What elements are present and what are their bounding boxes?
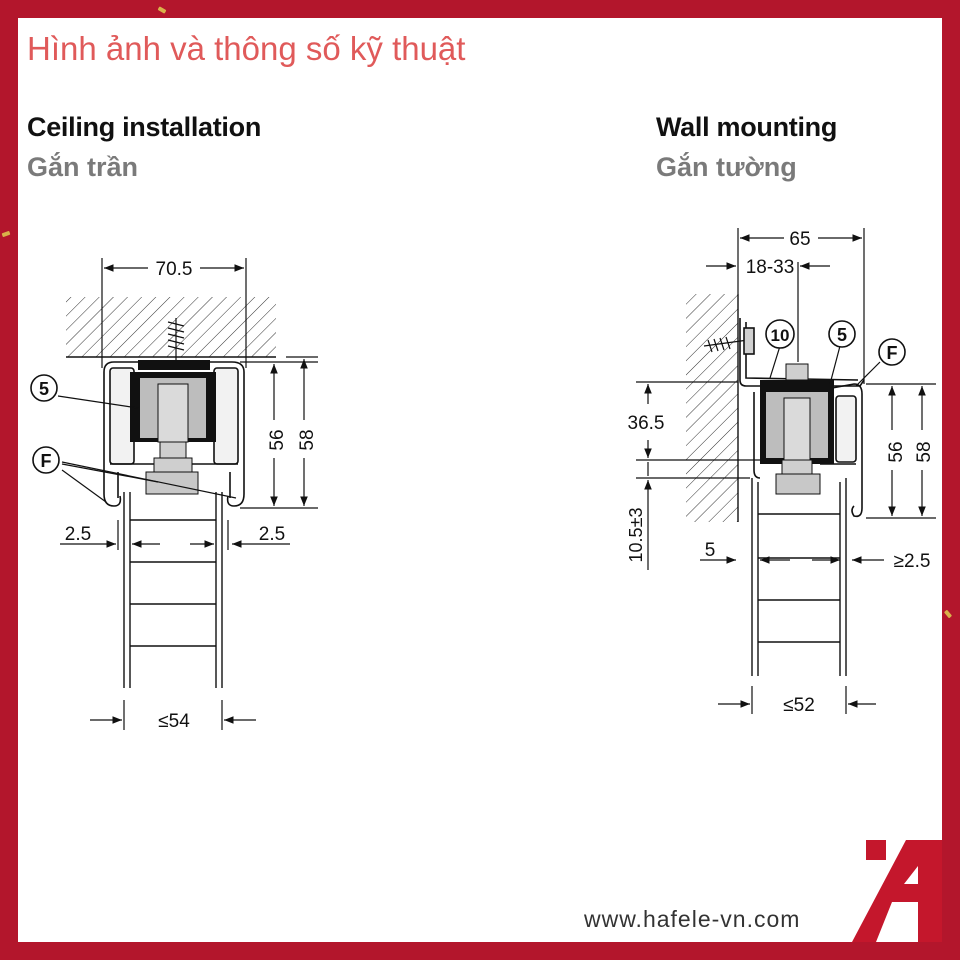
website-link[interactable]: www.hafele-vn.com xyxy=(584,906,801,932)
callout-profile: F xyxy=(887,343,898,363)
door-leaf xyxy=(123,492,223,688)
dimension-height-58: 58 xyxy=(297,429,318,450)
dimension-height-56: 56 xyxy=(886,441,907,462)
ceiling-subtitle: Gắn trần xyxy=(27,152,139,182)
dimension-top-width: 65 xyxy=(789,229,810,250)
wall-title: Wall mounting xyxy=(656,112,838,142)
ceiling-title: Ceiling installation xyxy=(27,112,262,142)
dimension-offset: 10.5±3 xyxy=(626,508,646,563)
wall-subtitle: Gắn tường xyxy=(656,152,797,182)
dimension-height-56: 56 xyxy=(267,429,288,450)
callout-profile: F xyxy=(41,451,52,471)
dimension-gap-right: ≥2.5 xyxy=(894,551,931,572)
callout-runner-circle xyxy=(30,374,58,402)
dimension-gap-left: 5 xyxy=(705,540,716,561)
runner-carriage xyxy=(760,363,834,495)
dimension-gap-right: 2.5 xyxy=(259,524,285,545)
callout-profile-circle xyxy=(32,446,60,474)
wall-diagram: 65 18-33 36.5 10.5±3 56 58 5 ≥2.5 ≤52 10… xyxy=(626,228,936,716)
wall-bracket xyxy=(739,318,865,387)
page-heading: Hình ảnh và thông số kỹ thuật xyxy=(27,30,466,67)
dimension-door-max: ≤52 xyxy=(783,695,815,716)
wall-slab xyxy=(686,294,738,522)
dimension-height-36-5: 36.5 xyxy=(628,413,665,434)
callout-bracket-circle xyxy=(765,319,795,349)
dimension-lines xyxy=(57,258,318,730)
dimension-bracket-range: 18-33 xyxy=(746,257,795,278)
dimension-top-width: 70.5 xyxy=(156,259,193,280)
runner-carriage xyxy=(130,372,216,495)
callout-runner-circle xyxy=(828,320,856,348)
callout-runner: 5 xyxy=(837,325,847,345)
door-leaf xyxy=(751,478,847,676)
ceiling-diagram: 70.5 56 58 2.5 2.5 ≤54 5 F xyxy=(30,258,318,732)
callout-runner: 5 xyxy=(39,379,49,399)
callout-bracket: 10 xyxy=(771,326,790,345)
hafele-logo-icon xyxy=(852,840,942,942)
track-profile xyxy=(753,383,863,518)
track-top-band xyxy=(138,360,210,370)
screw-icon xyxy=(167,318,185,360)
callout-profile-circle xyxy=(878,338,906,366)
dimension-height-58: 58 xyxy=(914,441,935,462)
dimension-door-max: ≤54 xyxy=(158,711,190,732)
dimension-gap-left: 2.5 xyxy=(65,524,91,545)
dimension-lines xyxy=(636,228,936,714)
ceiling-slab xyxy=(66,297,276,357)
